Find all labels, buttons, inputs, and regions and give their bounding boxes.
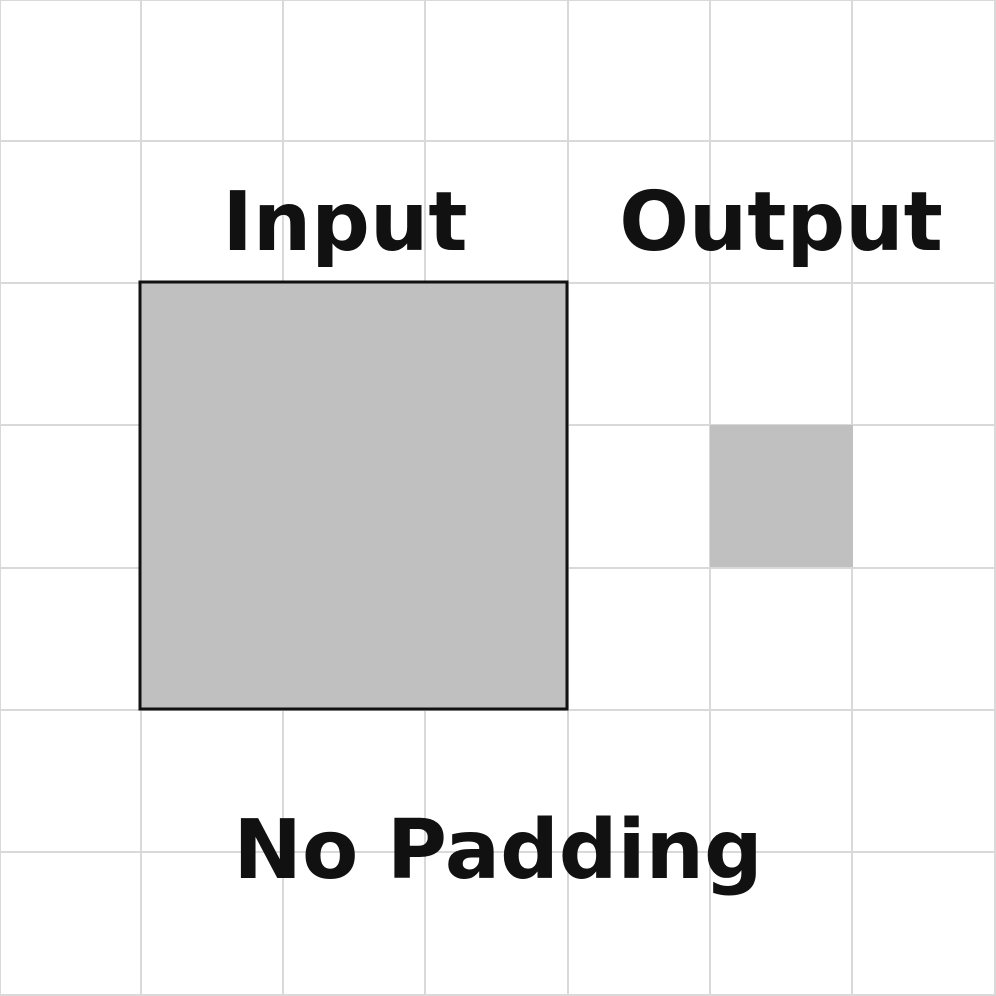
- output-label: Output: [619, 175, 943, 270]
- caption-label: No Padding: [233, 803, 762, 898]
- input-label: Input: [222, 175, 467, 270]
- input-square: [138, 280, 569, 711]
- output-square: [710, 425, 853, 567]
